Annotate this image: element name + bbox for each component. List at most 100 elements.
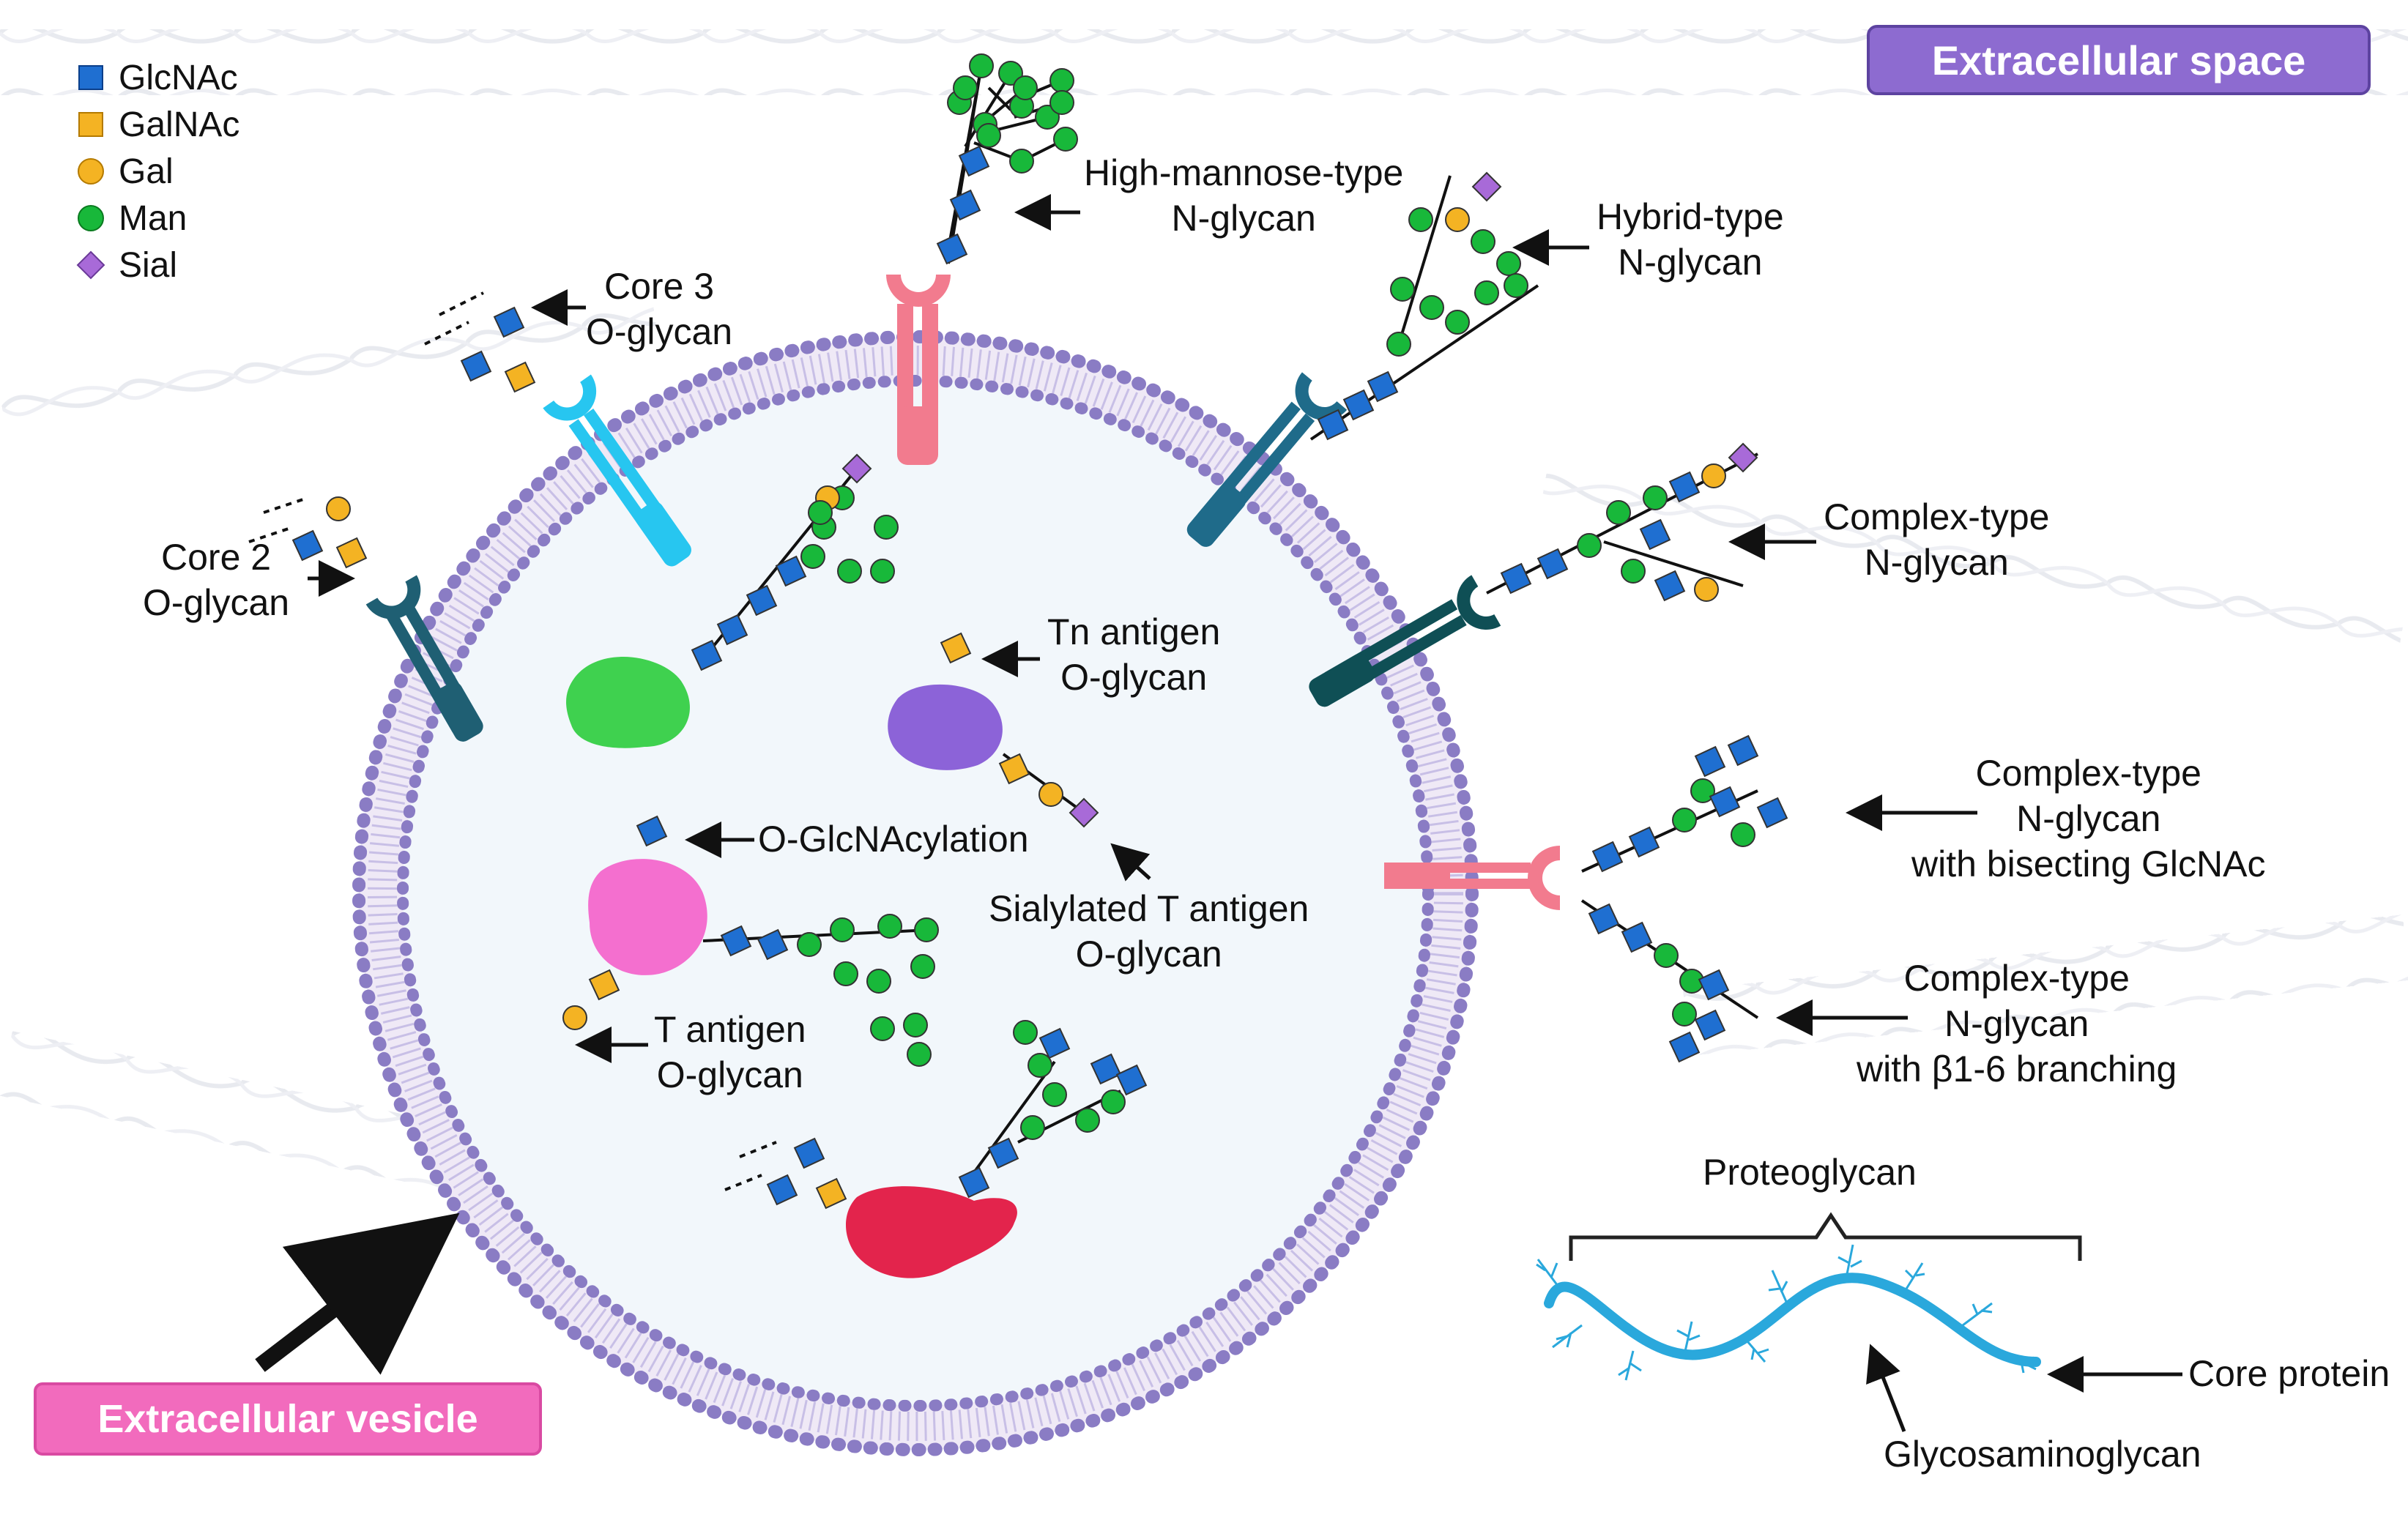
galnac-residue	[998, 753, 1030, 785]
man-residue	[1020, 1115, 1045, 1140]
man-residue	[1101, 1089, 1126, 1114]
man-residue	[1496, 251, 1521, 276]
glycosidic-bond	[1603, 540, 1744, 587]
man-residue	[1643, 485, 1668, 510]
glcnac-residue	[1628, 826, 1660, 858]
complex-receptor	[1309, 575, 1501, 707]
man-residue	[833, 961, 858, 986]
proteoglycan-bracket	[1569, 1212, 2082, 1261]
vesicle-inner-leaflet	[397, 375, 1434, 1412]
purple-protein	[888, 684, 1003, 770]
glcnac-residue	[1500, 562, 1532, 595]
glycosidic-bond	[424, 321, 469, 346]
glcnac-residue	[958, 1166, 990, 1199]
gal-residue	[1701, 463, 1726, 488]
man-residue	[903, 1013, 928, 1038]
glcnac-residue	[1342, 389, 1375, 421]
glcnac-residue	[1317, 409, 1349, 441]
galnac-residue	[335, 537, 368, 569]
glcnac-residue	[1639, 518, 1671, 551]
glcnac-residue	[1668, 1031, 1701, 1063]
man-residue	[870, 559, 895, 584]
man-residue	[976, 123, 1001, 148]
legend-item-man: Man	[76, 195, 239, 242]
man-residue	[1042, 1082, 1067, 1107]
man-residue	[1075, 1108, 1100, 1133]
core-protein-strand	[1544, 1273, 2041, 1367]
man-residue	[1445, 310, 1470, 335]
glcnac-residue	[1668, 471, 1701, 503]
core2-receptor	[365, 575, 483, 742]
man-residue	[953, 75, 978, 100]
glcnac-residue	[493, 306, 525, 338]
yellow-circle-icon	[78, 158, 104, 185]
man-residue	[866, 969, 891, 994]
glcnac-residue	[1709, 786, 1741, 818]
glycosidic-bond	[1309, 284, 1539, 441]
sial-residue	[1728, 442, 1758, 473]
glcnac-residue	[793, 1137, 825, 1169]
legend-item-glcnac: GlcNAc	[76, 54, 239, 101]
glcnac-residue	[746, 584, 778, 617]
legend-label: Sial	[119, 245, 178, 285]
glcnac-residue	[720, 925, 752, 957]
sial-residue	[1069, 797, 1099, 828]
extracellular-space-title: Extracellular space	[1867, 25, 2371, 95]
man-residue	[1731, 822, 1755, 847]
yellow-square-icon	[78, 112, 103, 137]
man-residue	[874, 515, 899, 540]
glcnac-residue	[757, 928, 789, 961]
man-residue	[1013, 1020, 1038, 1045]
glcnac-residue	[716, 614, 748, 646]
glcnac-residue	[766, 1174, 798, 1206]
galnac-residue	[504, 361, 536, 393]
high-mannose-receptor	[886, 275, 951, 465]
sial-residue	[1471, 171, 1502, 202]
galnac-residue	[588, 969, 620, 1001]
man-residue	[1474, 280, 1499, 305]
glcnac-residue	[949, 189, 981, 221]
gal-residue	[326, 496, 351, 521]
glcnac-residue	[1698, 969, 1730, 1001]
man-residue	[1606, 500, 1631, 525]
glcnac-residue	[636, 815, 668, 847]
gal-residue	[1445, 207, 1470, 232]
arrow-sialyl-t	[1110, 843, 1151, 882]
man-residue	[837, 559, 862, 584]
glcnac-residue	[1115, 1064, 1148, 1096]
red-protein	[846, 1186, 1017, 1278]
man-residue	[1690, 778, 1715, 803]
man-residue	[830, 917, 855, 942]
glcnac-residue	[775, 555, 807, 587]
man-residue	[1053, 127, 1078, 152]
glycosidic-bond	[263, 496, 308, 514]
man-residue	[914, 917, 939, 942]
glcnac-residue	[936, 233, 968, 265]
glycosidic-bond	[248, 526, 294, 543]
blue-square-icon	[78, 65, 103, 90]
glcnac-residue	[1694, 1009, 1726, 1041]
man-residue	[808, 500, 833, 525]
glcnac-residue	[1588, 903, 1620, 935]
legend: GlcNAc GalNAc Gal Man Sial	[76, 54, 239, 288]
man-residue	[877, 914, 902, 939]
glcnac-residue	[1727, 734, 1759, 767]
man-residue	[1577, 533, 1602, 558]
legend-item-sial: Sial	[76, 242, 239, 288]
man-residue	[800, 544, 825, 569]
man-residue	[1028, 1053, 1052, 1078]
bisecting-receptor	[1384, 846, 1560, 910]
glycosidic-bond	[439, 291, 484, 316]
glcnac-residue	[1756, 797, 1788, 829]
glcnac-residue	[1621, 921, 1653, 953]
man-residue	[910, 954, 935, 979]
glcnac-residue	[1536, 548, 1569, 580]
man-residue	[797, 932, 822, 957]
man-residue	[1672, 1002, 1697, 1027]
man-residue	[1009, 149, 1034, 174]
